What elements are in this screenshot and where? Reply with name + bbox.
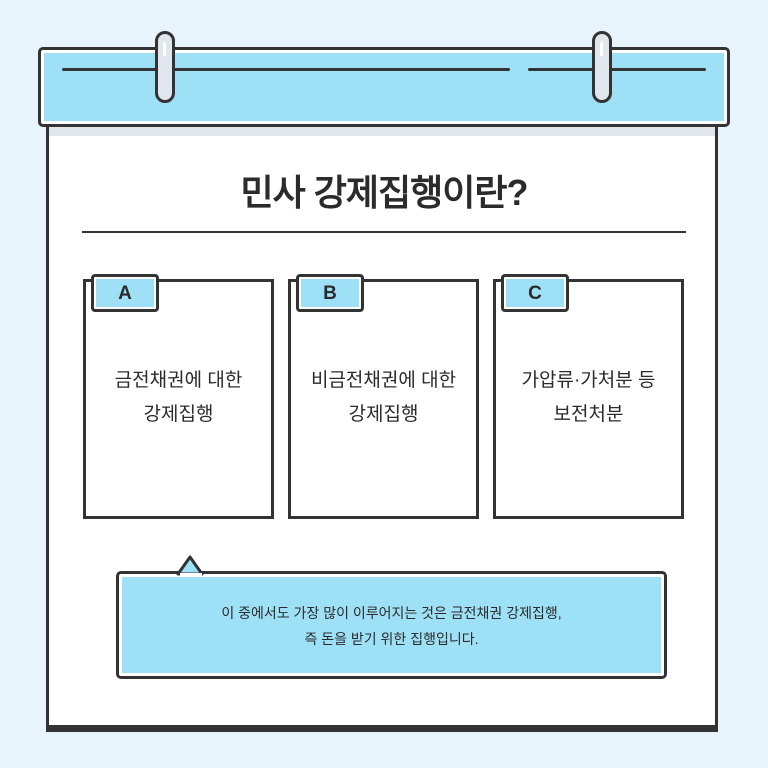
card-tab-b: B (296, 274, 364, 312)
card-tab-c: C (501, 274, 569, 312)
card-line: 강제집행 (143, 404, 214, 425)
calendar-header (38, 47, 730, 127)
callout-pointer (176, 555, 204, 576)
header-line (62, 68, 510, 71)
callout-line: 이 중에서도 가장 많이 이루어지는 것은 금전채권 강제집행, (221, 605, 562, 621)
title-divider (82, 231, 686, 233)
page-title: 민사 강제집행이란? (240, 172, 529, 213)
card-line: 강제집행 (348, 404, 419, 425)
header-line (528, 68, 706, 71)
card-line: 보전처분 (553, 404, 624, 425)
header-shadow (49, 126, 715, 136)
binder-ring-icon (592, 31, 612, 103)
card-line: 비금전채권에 대한 (310, 370, 457, 391)
binder-ring-icon (155, 31, 175, 103)
card-line: 가압류·가처분 등 (521, 370, 656, 391)
callout-box: 이 중에서도 가장 많이 이루어지는 것은 금전채권 강제집행, 즉 돈을 받기… (116, 571, 667, 679)
callout-line: 즉 돈을 받기 위한 집행입니다. (304, 631, 479, 647)
card-line: 금전채권에 대한 (114, 370, 243, 391)
card-tab-a: A (91, 274, 159, 312)
